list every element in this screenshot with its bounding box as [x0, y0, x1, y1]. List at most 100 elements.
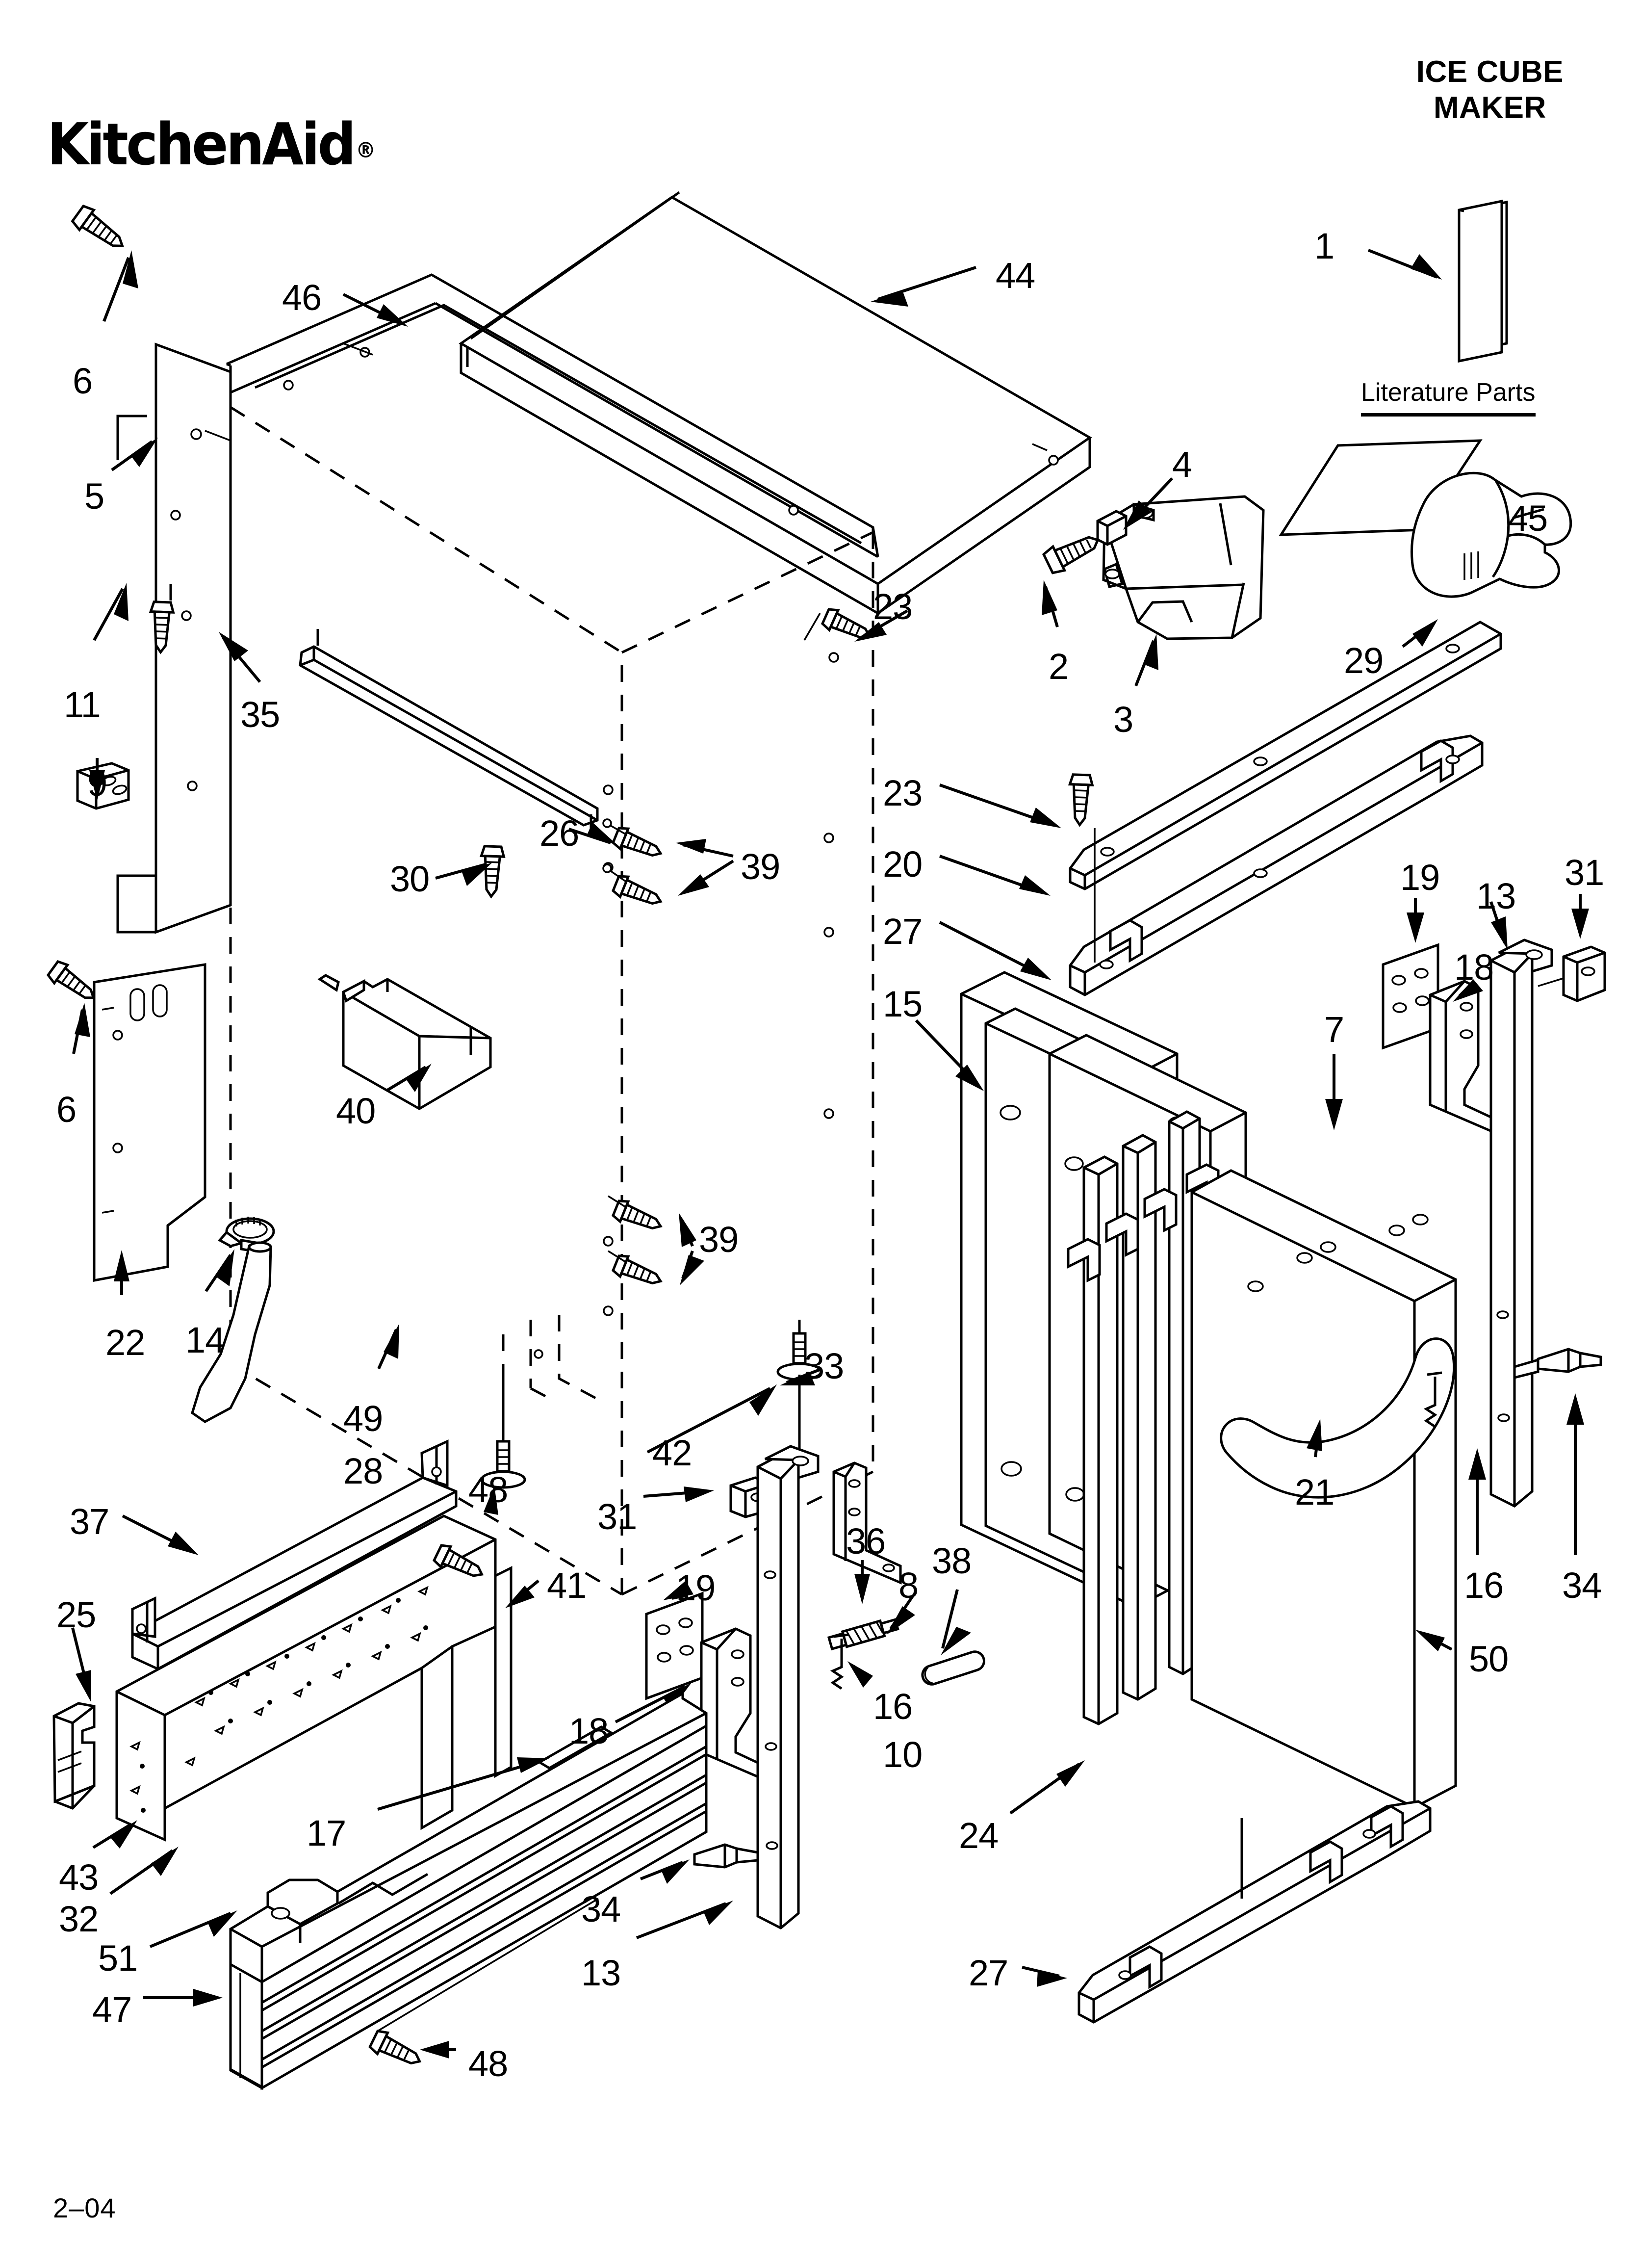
part-lower-left-panel	[93, 963, 206, 1282]
callout-number-29: 29	[1344, 640, 1384, 681]
callout-number-43: 43	[59, 1857, 99, 1898]
part-screw-bracket-41	[433, 1544, 484, 1577]
leader-19-upper	[1407, 898, 1424, 943]
brand-wordmark: KitchenAid	[47, 110, 356, 178]
leader-31-lower	[643, 1486, 714, 1502]
part-stud-33	[776, 1320, 822, 1467]
callout-number-48: 48	[468, 1469, 508, 1510]
leader-5	[111, 438, 158, 471]
leader-24	[1009, 1760, 1085, 1815]
callout-number-34: 34	[581, 1889, 621, 1929]
callout-number-39: 39	[741, 846, 780, 887]
callout-number-51: 51	[98, 1938, 138, 1979]
leader-40	[386, 1064, 432, 1092]
leader-44	[871, 266, 976, 307]
leader-27-top	[939, 921, 1052, 980]
callout-number-21: 21	[1295, 1472, 1334, 1512]
part-pin-38	[921, 1650, 985, 1686]
callout-number-26: 26	[539, 813, 579, 854]
callout-number-25: 25	[56, 1594, 96, 1635]
part-screw-35	[149, 584, 175, 654]
leader-20	[939, 855, 1051, 896]
callout-number-2: 2	[1049, 646, 1069, 687]
callout-number-31: 31	[1565, 852, 1604, 893]
callout-number-7: 7	[1324, 1009, 1344, 1050]
leader-7	[1325, 1054, 1343, 1130]
leader-39-lower-a	[679, 1213, 696, 1247]
leader-39-upper-b	[678, 860, 734, 896]
leader-36	[854, 1560, 870, 1604]
part-insulation-43	[115, 1514, 497, 1842]
part-inner-rail-26	[299, 629, 599, 843]
leader-45	[1433, 480, 1495, 497]
part-rail-27-bottom	[1078, 1800, 1432, 2024]
leader-16-upper	[1468, 1448, 1486, 1555]
part-clip-25	[52, 1702, 96, 1810]
leader-18-lower	[615, 1683, 692, 1723]
leader-6-lower	[72, 1003, 90, 1054]
leader-37	[122, 1514, 199, 1555]
callout-number-32: 32	[59, 1899, 99, 1939]
callout-number-6: 6	[56, 1089, 77, 1130]
part-hinge-pin-34-upper	[1513, 1348, 1602, 1380]
leader-1	[1367, 249, 1442, 280]
callout-number-4: 4	[1172, 444, 1192, 485]
part-inner-door-panel-7	[1048, 1034, 1247, 1613]
callout-number-27: 27	[883, 911, 923, 952]
part-hose-clamp-14	[218, 1217, 275, 1253]
callout-number-8: 8	[898, 1565, 919, 1606]
callout-number-28: 28	[343, 1451, 383, 1491]
part-bracket-31-upper	[1538, 945, 1606, 1002]
part-bracket-18-upper	[1429, 980, 1495, 1134]
leader-22	[114, 1250, 129, 1295]
leader-50	[1415, 1630, 1453, 1651]
part-grille-51	[229, 1691, 708, 2088]
leader-31-upper	[1571, 894, 1589, 939]
callout-number-45: 45	[1508, 498, 1548, 539]
leader-41	[505, 1579, 539, 1608]
part-screw-23-rail	[1068, 773, 1096, 963]
callout-number-34: 34	[1562, 1565, 1602, 1606]
callout-number-15: 15	[883, 984, 923, 1024]
part-screws-39-upper	[602, 818, 663, 905]
leader-38	[941, 1589, 971, 1655]
callout-number-3: 3	[1113, 699, 1133, 740]
part-plate-19-lower	[645, 1591, 704, 1700]
page-code: 2–04	[53, 2192, 116, 2223]
callout-number-11: 11	[64, 684, 101, 725]
page-title: ICE CUBE MAKER	[1416, 55, 1564, 125]
callout-number-31: 31	[597, 1496, 637, 1537]
part-stud-48-upper	[480, 1334, 526, 1489]
part-rail-20	[1069, 621, 1502, 890]
callout-number-17: 17	[307, 1813, 346, 1853]
part-screws-39-lower	[608, 1195, 663, 1285]
part-bracket-18-lower	[700, 1627, 767, 1782]
callout-number-1: 1	[1314, 226, 1334, 266]
callout-number-39: 39	[699, 1219, 739, 1260]
part-literature-booklet	[1458, 199, 1508, 363]
part-bracket-31-lower	[729, 1476, 771, 1518]
callout-number-16: 16	[1464, 1565, 1504, 1606]
leader-17	[377, 1757, 549, 1811]
part-left-upper-panel	[116, 342, 232, 934]
literature-parts-caption: Literature Parts	[1361, 378, 1536, 417]
callout-number-18: 18	[1454, 947, 1494, 988]
leader-2	[1042, 580, 1059, 627]
part-gasket-15	[960, 971, 1179, 1609]
callout-number-37: 37	[70, 1501, 109, 1542]
registered-trademark-icon: ®	[356, 138, 376, 163]
callout-number-13: 13	[581, 1953, 621, 1993]
part-screw-2	[1042, 536, 1100, 574]
leader-25	[71, 1627, 91, 1702]
part-cabinet-wrapper-top	[226, 273, 879, 558]
callout-number-5: 5	[84, 476, 104, 517]
callout-number-35: 35	[240, 694, 280, 735]
leader-6-top	[103, 250, 138, 322]
part-clip-16-lower	[830, 1633, 849, 1690]
callout-number-16: 16	[873, 1686, 913, 1727]
callout-number-24: 24	[959, 1815, 999, 1856]
leader-4	[1123, 477, 1174, 530]
leader-30	[435, 862, 492, 886]
part-screw-23-upper	[803, 608, 872, 641]
